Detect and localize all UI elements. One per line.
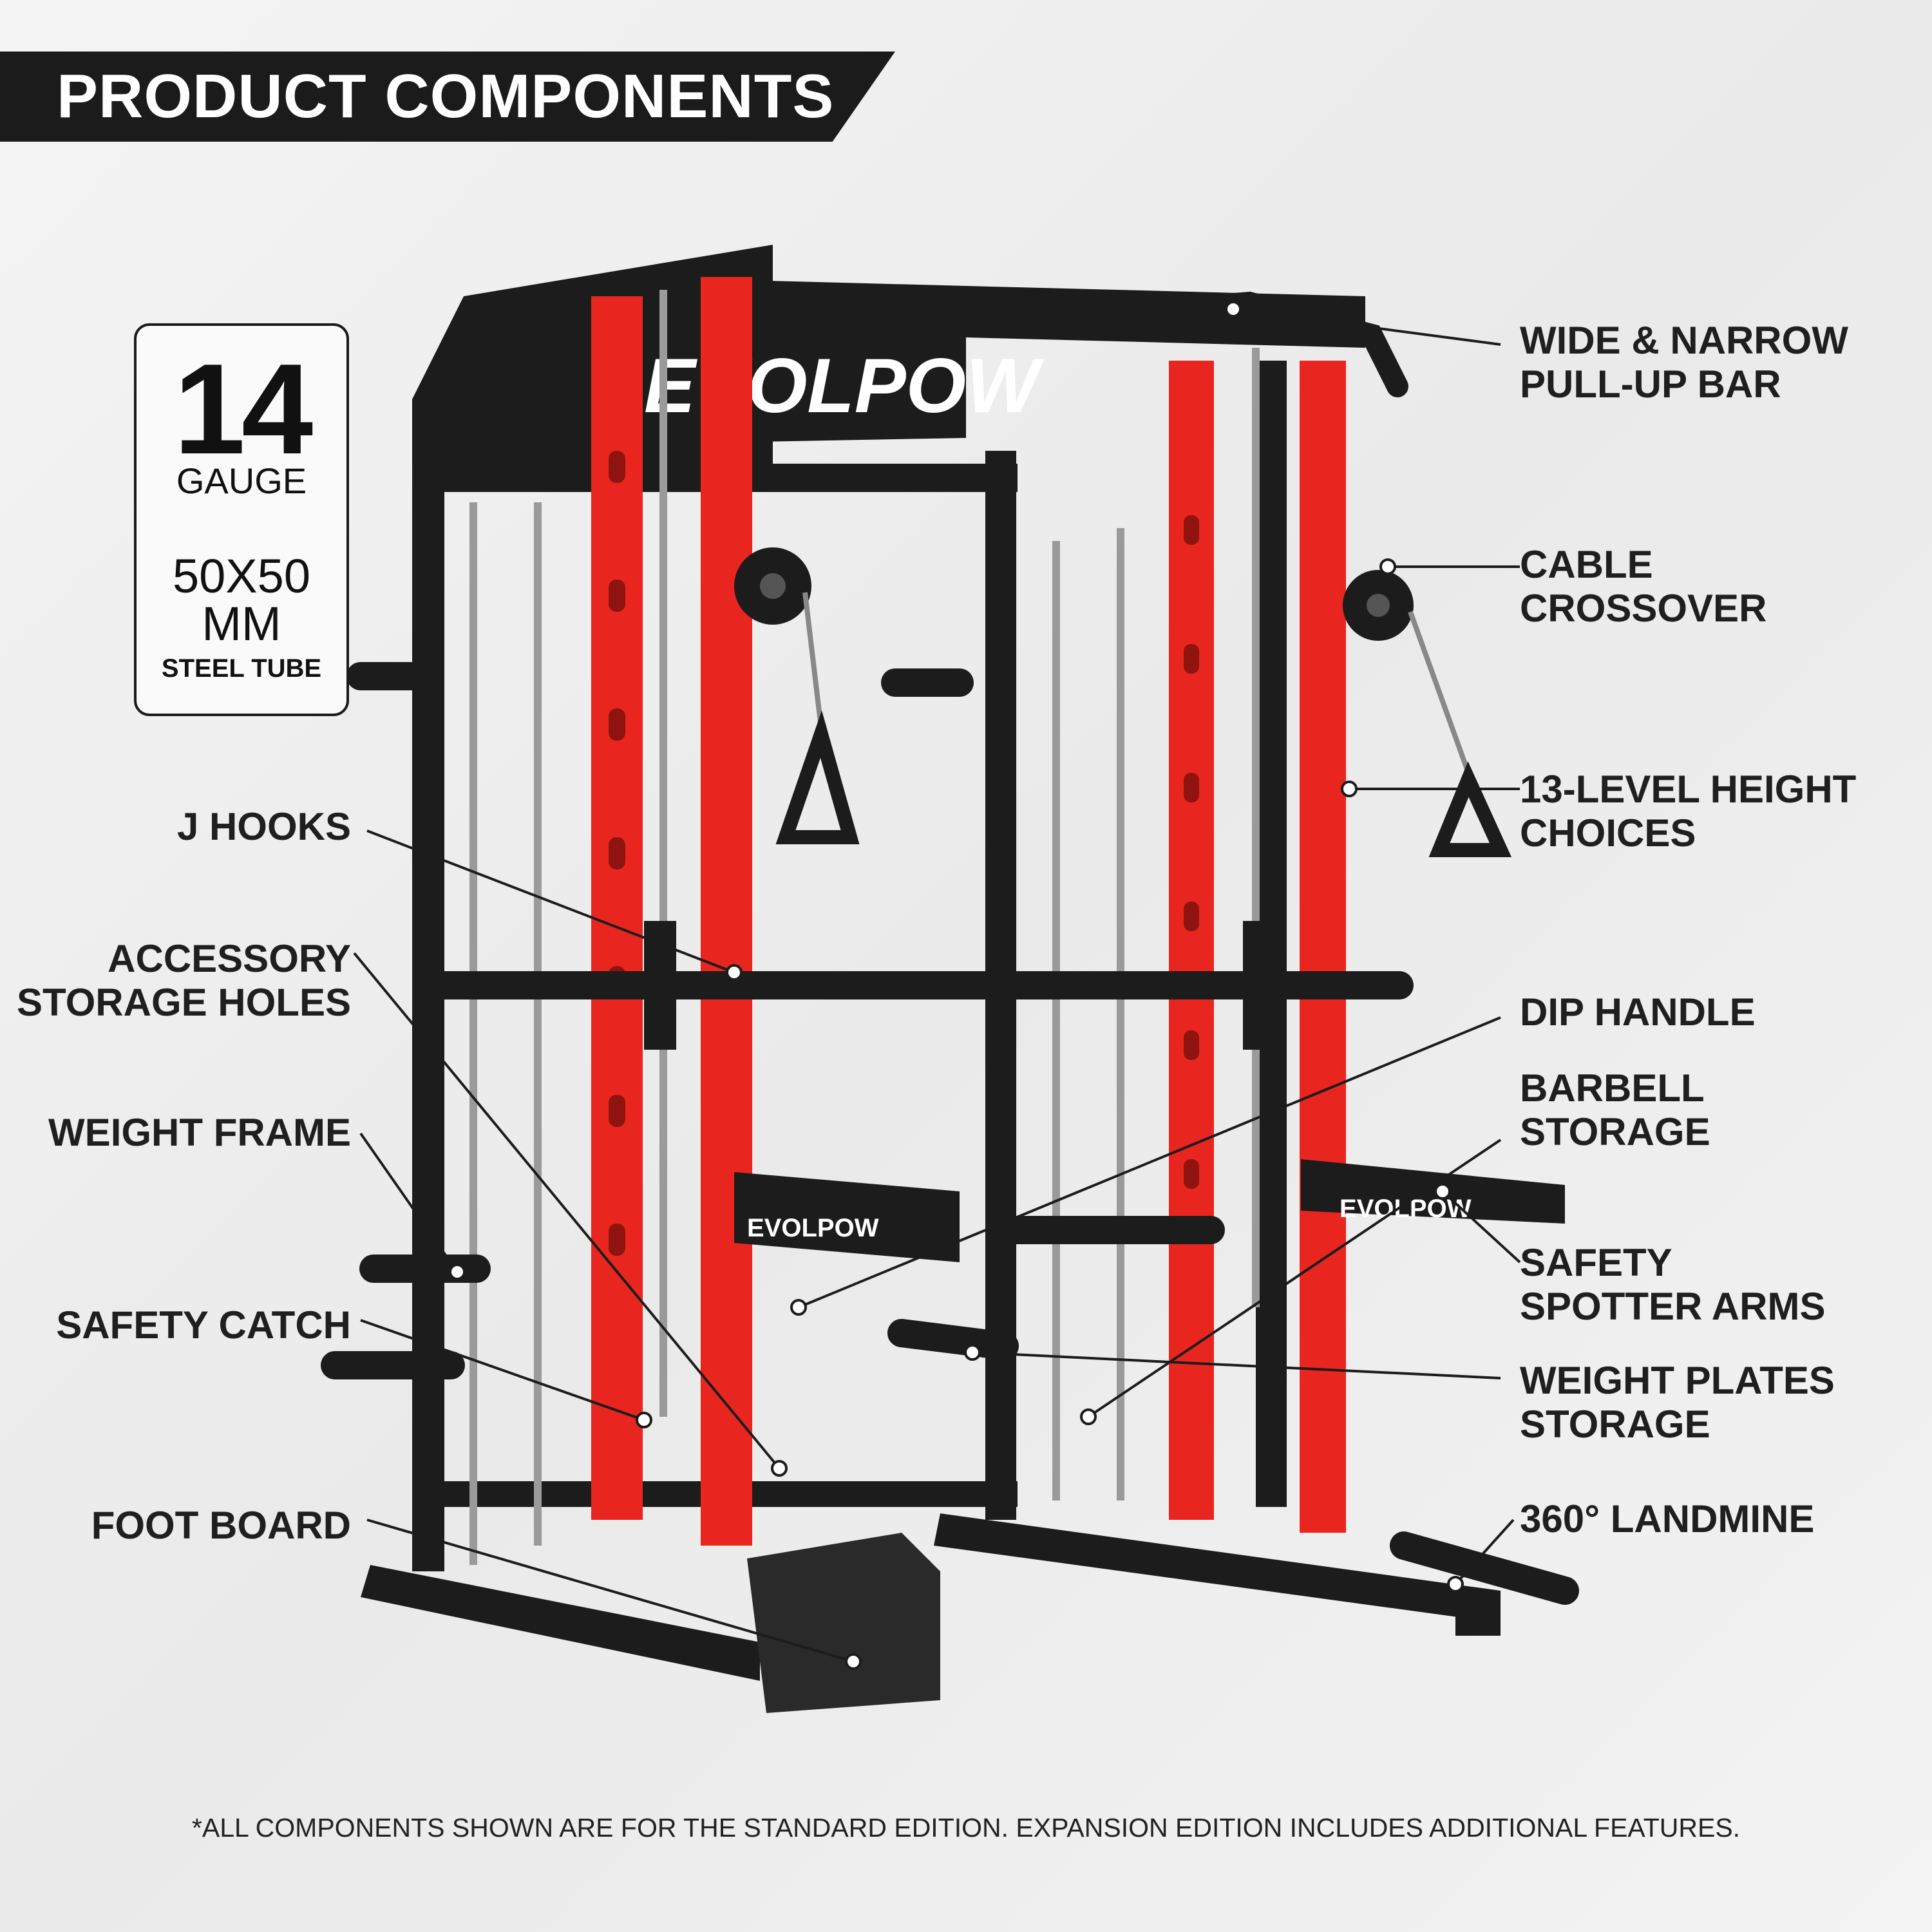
- leader-lines: [353, 308, 1521, 1663]
- footnote: *ALL COMPONENTS SHOWN ARE FOR THE STANDA…: [191, 1813, 1741, 1842]
- callout-j-hooks: J HOOKS: [176, 805, 351, 848]
- callout-landmine: 360° LANDMINE: [1520, 1497, 1815, 1540]
- cable-crossover-right: [1343, 570, 1512, 857]
- callout-foot-board: FOOT BOARD: [91, 1504, 351, 1547]
- spec-box: 14 GAUGE 50X50 MM STEEL TUBE: [134, 323, 349, 716]
- callout-pullup-bar: WIDE & NARROW PULL-UP BAR: [1520, 319, 1848, 406]
- callout-safety-spotter: SAFETY SPOTTER ARMS: [1520, 1241, 1826, 1328]
- callout-accessory-storage: ACCESSORY STORAGE HOLES: [17, 937, 351, 1024]
- callout-cable-crossover: CABLE CROSSOVER: [1520, 543, 1767, 630]
- gauge-number: 14: [173, 337, 313, 481]
- cable-crossover-left: [734, 547, 860, 844]
- spotter-arms: EVOLPOW EVOLPOW: [734, 1159, 1565, 1262]
- callout-dip-handle: DIP HANDLE: [1520, 990, 1756, 1034]
- leader-dots: [449, 301, 1464, 1670]
- tube-label: STEEL TUBE: [161, 654, 322, 683]
- spotter-logo-left: EVOLPOW: [747, 1214, 879, 1242]
- foot-board: [747, 1533, 940, 1713]
- weight-plate-posts: [321, 662, 1579, 1605]
- gauge-label: GAUGE: [176, 460, 307, 501]
- callout-safety-catch: SAFETY CATCH: [56, 1303, 351, 1347]
- header-banner: PRODUCT COMPONENTS: [0, 52, 895, 142]
- red-uprights: [591, 277, 1346, 1546]
- tube-size: 50X50 MM: [137, 553, 346, 648]
- rear-frame: [412, 245, 1365, 1571]
- page-title: PRODUCT COMPONENTS: [57, 62, 835, 131]
- callout-weight-frame: WEIGHT FRAME: [48, 1111, 351, 1154]
- callout-barbell-storage: BARBELL STORAGE: [1520, 1066, 1710, 1153]
- guide-rods: [469, 290, 1260, 1565]
- callout-weight-plates-storage: WEIGHT PLATES STORAGE: [1520, 1359, 1835, 1446]
- barbell: [422, 921, 1414, 1050]
- callout-height-choices: 13-LEVEL HEIGHT CHOICES: [1520, 768, 1857, 855]
- tube-size-line2: MM: [202, 597, 281, 650]
- tube-size-line1: 50X50: [173, 549, 310, 603]
- upright-holes: [609, 451, 1199, 1256]
